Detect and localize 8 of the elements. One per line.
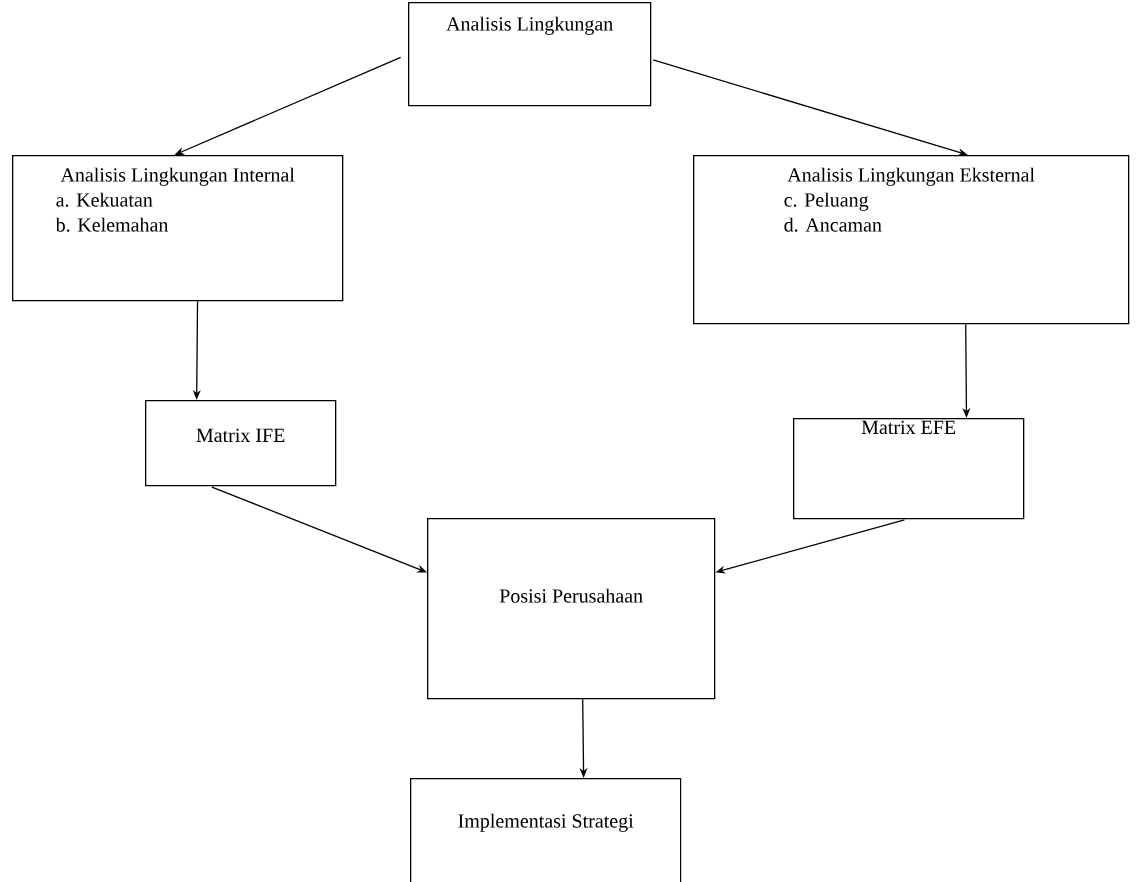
process-box: Matrix IFE	[145, 400, 337, 487]
process-box: Analisis Lingkungan	[408, 2, 652, 107]
arrow	[211, 486, 427, 573]
process-box: Posisi Perusahaan	[427, 518, 716, 700]
process-box: Implementasi Strategi	[410, 778, 682, 882]
process-box: Analisis Lingkungan Eksternal c. Peluang d. Ancaman	[693, 155, 1130, 325]
process-box: Matrix EFE	[793, 418, 1025, 520]
process-box: Analisis Lingkungan Internal a. Kekuatan b. Kelemahan	[12, 155, 344, 302]
